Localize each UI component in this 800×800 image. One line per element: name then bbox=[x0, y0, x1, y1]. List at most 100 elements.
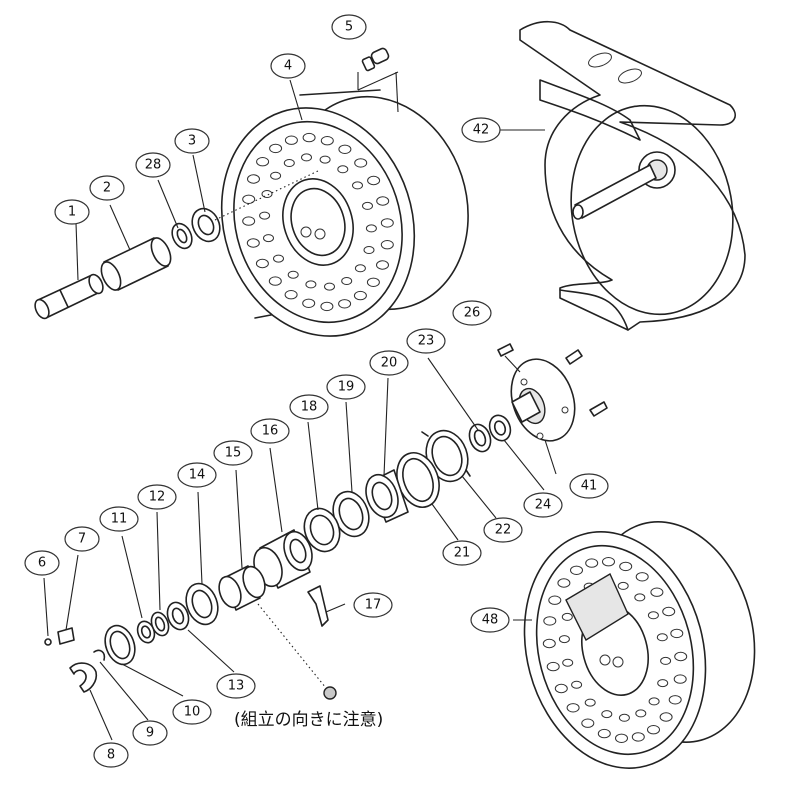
perforation-hole bbox=[635, 709, 647, 718]
perforation-hole bbox=[261, 190, 273, 198]
perforation-hole bbox=[301, 153, 312, 162]
perforation-hole bbox=[647, 725, 660, 735]
gear-part-10 bbox=[104, 624, 136, 666]
perforation-hole bbox=[635, 572, 649, 582]
perforation-hole bbox=[376, 196, 390, 206]
svg-text:4: 4 bbox=[284, 59, 292, 74]
svg-text:17: 17 bbox=[365, 598, 382, 613]
washer-part-11 bbox=[136, 620, 156, 644]
perforation-hole bbox=[631, 732, 645, 742]
perforation-hole bbox=[673, 674, 687, 684]
callout-16: 16 bbox=[250, 418, 290, 444]
spring-part-22 bbox=[421, 429, 471, 483]
svg-text:6: 6 bbox=[38, 556, 46, 571]
perforation-hole bbox=[585, 558, 599, 568]
clip-part-8 bbox=[69, 662, 98, 693]
washer-part-12 bbox=[150, 611, 170, 637]
svg-text:15: 15 bbox=[225, 446, 242, 461]
perforation-hole bbox=[618, 713, 630, 722]
callout-26: 26 bbox=[452, 300, 492, 326]
perforation-hole bbox=[338, 144, 352, 155]
perforation-hole bbox=[650, 587, 664, 597]
washer-part-21 bbox=[396, 452, 440, 508]
svg-text:10: 10 bbox=[184, 705, 201, 720]
callout-23: 23 bbox=[406, 328, 446, 354]
perforation-hole bbox=[305, 280, 317, 289]
perforation-hole bbox=[617, 581, 629, 590]
perforation-hole bbox=[284, 135, 298, 145]
callout-48: 48 bbox=[470, 607, 510, 633]
svg-text:18: 18 bbox=[301, 400, 318, 415]
perforation-hole bbox=[619, 561, 633, 572]
svg-text:23: 23 bbox=[418, 334, 435, 349]
perforation-hole bbox=[543, 616, 557, 626]
svg-text:20: 20 bbox=[381, 356, 398, 371]
ball-bearing bbox=[323, 686, 337, 700]
callout-41: 41 bbox=[569, 473, 609, 499]
svg-text:16: 16 bbox=[262, 424, 279, 439]
svg-text:41: 41 bbox=[581, 479, 598, 494]
callout-2: 2 bbox=[89, 175, 125, 201]
perforation-hole bbox=[647, 611, 659, 620]
perforation-hole bbox=[354, 158, 368, 168]
ball-part-6 bbox=[44, 638, 52, 646]
leader-lines bbox=[43, 79, 557, 741]
perforation-hole bbox=[365, 224, 377, 233]
perforation-hole bbox=[242, 216, 256, 226]
shaft-part-1 bbox=[34, 273, 104, 320]
screw-part-5 bbox=[357, 47, 399, 113]
bearing-part-13 bbox=[166, 601, 190, 631]
callout-1: 1 bbox=[54, 199, 90, 225]
svg-text:26: 26 bbox=[464, 306, 481, 321]
callout-20: 20 bbox=[369, 350, 409, 376]
washer-part-28 bbox=[171, 222, 193, 250]
perforation-hole bbox=[362, 201, 373, 210]
callout-18: 18 bbox=[289, 394, 329, 420]
gear-part-15 bbox=[218, 565, 266, 611]
screws-part-26 bbox=[497, 343, 608, 417]
perforation-hole bbox=[366, 277, 380, 287]
perforation-hole bbox=[670, 628, 684, 639]
perforation-hole bbox=[546, 661, 560, 672]
perforation-hole bbox=[558, 635, 570, 644]
callout-17: 17 bbox=[353, 592, 393, 618]
perforation-hole bbox=[363, 246, 375, 254]
assembly-orientation-note: (組立の向きに注意) bbox=[234, 710, 383, 730]
perforation-hole bbox=[659, 712, 673, 722]
perforation-hole bbox=[338, 299, 352, 309]
perforation-hole bbox=[302, 132, 316, 143]
svg-text:2: 2 bbox=[103, 181, 111, 196]
callouts: 1 2 28 3 4 5 42 26 23 20 19 18 16 15 14 … bbox=[24, 14, 609, 768]
svg-text:9: 9 bbox=[146, 726, 154, 741]
cylinder-part-20 bbox=[365, 469, 409, 523]
perforation-hole bbox=[561, 612, 573, 621]
ring-part-3 bbox=[191, 207, 221, 243]
perforation-hole bbox=[554, 683, 568, 694]
perforation-hole bbox=[337, 165, 349, 174]
callout-42: 42 bbox=[461, 117, 501, 143]
svg-text:21: 21 bbox=[454, 546, 471, 561]
washer-part-18 bbox=[303, 507, 341, 553]
perforation-hole bbox=[256, 157, 270, 167]
frame-part-42 bbox=[519, 20, 746, 331]
svg-text:28: 28 bbox=[145, 158, 162, 173]
perforation-hole bbox=[656, 633, 668, 642]
svg-text:8: 8 bbox=[107, 748, 115, 763]
perforation-hole bbox=[380, 240, 394, 250]
svg-text:14: 14 bbox=[189, 468, 206, 483]
callout-12: 12 bbox=[137, 484, 177, 510]
perforation-hole bbox=[341, 277, 353, 285]
callout-10: 10 bbox=[172, 699, 212, 725]
perforation-hole bbox=[320, 136, 334, 146]
callout-8: 8 bbox=[93, 742, 129, 768]
pin-part-7 bbox=[57, 627, 75, 645]
svg-text:7: 7 bbox=[78, 532, 86, 547]
callout-21: 21 bbox=[442, 540, 482, 566]
perforation-hole bbox=[287, 270, 299, 279]
perforation-hole bbox=[353, 290, 367, 301]
callout-3: 3 bbox=[174, 128, 210, 154]
svg-text:19: 19 bbox=[338, 380, 355, 395]
perforation-hole bbox=[367, 175, 381, 186]
plate-part-41 bbox=[510, 358, 576, 442]
